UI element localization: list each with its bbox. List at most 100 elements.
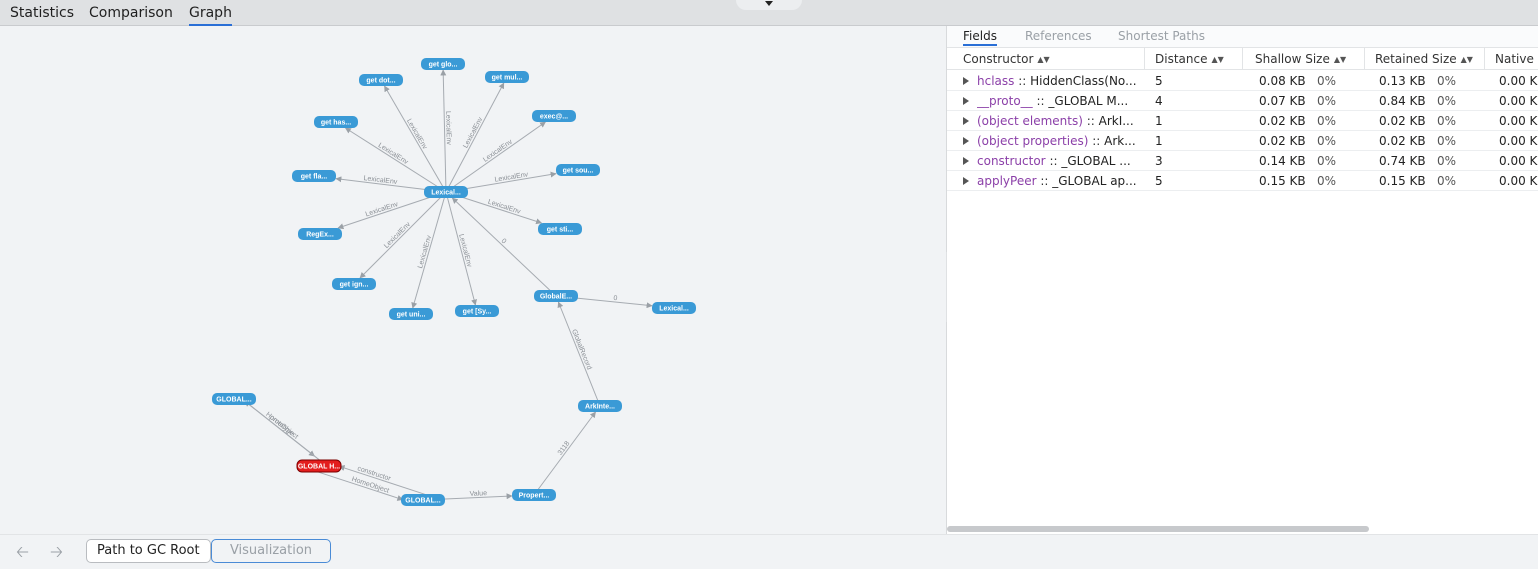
path-to-gc-root-button[interactable]: Path to GC Root <box>86 539 211 563</box>
arrow-left-icon[interactable]: 🡠 <box>16 542 29 561</box>
node-label: get fla... <box>301 174 328 181</box>
tab-references[interactable]: References <box>1025 29 1092 43</box>
expand-triangle-icon[interactable] <box>963 157 969 165</box>
graph-node[interactable]: get fla... <box>292 170 336 182</box>
node-shape[interactable] <box>296 459 342 473</box>
field-name: (object properties) <box>977 134 1089 148</box>
graph-node[interactable]: ArkInte... <box>578 400 622 412</box>
field-separator: :: <box>1088 134 1105 148</box>
graph-node[interactable]: get mul... <box>485 71 529 83</box>
horizontal-scrollbar[interactable] <box>947 526 1369 532</box>
node-label: exec@... <box>540 114 568 121</box>
graph-node[interactable]: RegEx... <box>298 228 342 240</box>
field-type: ArkI... <box>1098 114 1134 128</box>
expand-triangle-icon[interactable] <box>963 177 969 185</box>
node-shape[interactable] <box>298 228 342 240</box>
cell-shallow-size: 0.08 KB <box>1259 74 1306 88</box>
arrow-right-icon[interactable]: 🡢 <box>50 542 63 561</box>
graph-node[interactable]: GLOBAL... <box>401 494 445 506</box>
collapse-handle[interactable] <box>736 0 802 10</box>
expand-triangle-icon[interactable] <box>963 117 969 125</box>
graph-node[interactable]: GlobalE... <box>534 290 578 302</box>
node-shape[interactable] <box>578 400 622 412</box>
node-label: RegEx... <box>306 232 334 239</box>
graph-node[interactable]: Lexical... <box>424 186 468 198</box>
node-shape[interactable] <box>512 489 556 501</box>
node-shape[interactable] <box>389 308 433 320</box>
tab-shortest-paths[interactable]: Shortest Paths <box>1118 29 1205 43</box>
cell-native: 0.00 K <box>1499 94 1538 108</box>
graph-node[interactable]: exec@... <box>532 110 576 122</box>
edge-label: LexicalEnv <box>383 221 412 250</box>
field-type: _GLOBAL ap... <box>1052 174 1137 188</box>
node-label: GLOBAL H... <box>298 464 340 471</box>
cell-shallow-percent: 0% <box>1317 74 1337 88</box>
edge-label: LexicalEnv <box>462 116 484 150</box>
node-shape[interactable] <box>424 186 468 198</box>
graph-node[interactable]: get [Sy... <box>455 305 499 317</box>
cell-retained-percent: 0% <box>1437 114 1457 128</box>
column-retained-size[interactable]: Retained Size▲▼ <box>1369 48 1485 70</box>
cell-distance: 4 <box>1155 94 1163 108</box>
cell-retained-size: 0.02 KB <box>1379 134 1426 148</box>
tab-comparison[interactable]: Comparison <box>89 5 173 21</box>
field-type: Ark... <box>1104 134 1136 148</box>
node-shape[interactable] <box>538 223 582 235</box>
node-shape[interactable] <box>485 71 529 83</box>
node-shape[interactable] <box>532 110 576 122</box>
graph-node[interactable]: Lexical... <box>652 302 696 314</box>
node-shape[interactable] <box>556 164 600 176</box>
tab-fields[interactable]: Fields <box>963 29 997 46</box>
node-shape[interactable] <box>455 305 499 317</box>
node-shape[interactable] <box>534 290 578 302</box>
node-shape[interactable] <box>314 116 358 128</box>
tab-graph[interactable]: Graph <box>189 5 232 26</box>
graph-node[interactable]: get glo... <box>421 58 465 70</box>
graph-node[interactable]: get uni... <box>389 308 433 320</box>
graph-node[interactable]: GLOBAL... <box>212 393 256 405</box>
column-shallow-size[interactable]: Shallow Size▲▼ <box>1249 48 1365 70</box>
sort-icon: ▲▼ <box>1333 55 1347 64</box>
expand-triangle-icon[interactable] <box>963 97 969 105</box>
graph-node[interactable]: get sou... <box>556 164 600 176</box>
expand-triangle-icon[interactable] <box>963 137 969 145</box>
column-distance[interactable]: Distance▲▼ <box>1149 48 1243 70</box>
cell-retained-percent: 0% <box>1437 94 1457 108</box>
graph-node-selected[interactable]: GLOBAL H... <box>296 459 342 473</box>
expand-triangle-icon[interactable] <box>963 77 969 85</box>
node-shape[interactable] <box>421 58 465 70</box>
column-constructor[interactable]: Constructor▲▼ <box>957 48 1145 70</box>
graph-node[interactable]: Propert... <box>512 489 556 501</box>
caret-down-icon <box>765 1 773 6</box>
column-native[interactable]: Native <box>1495 52 1534 66</box>
node-label: get sti... <box>547 227 574 234</box>
node-shape[interactable] <box>332 278 376 290</box>
cell-retained-size: 0.15 KB <box>1379 174 1426 188</box>
field-type: HiddenClass(No... <box>1030 74 1137 88</box>
node-shape[interactable] <box>652 302 696 314</box>
graph-node[interactable]: get sti... <box>538 223 582 235</box>
graph-node[interactable]: get has... <box>314 116 358 128</box>
graph-node[interactable]: get ign... <box>332 278 376 290</box>
node-shape[interactable] <box>401 494 445 506</box>
node-shape[interactable] <box>292 170 336 182</box>
node-shape[interactable] <box>212 393 256 405</box>
cell-distance: 1 <box>1155 114 1163 128</box>
node-shape[interactable] <box>359 74 403 86</box>
visualization-button[interactable]: Visualization <box>211 539 331 563</box>
nodes-layer: Lexical... get glo... get dot... get mul...… <box>212 58 696 506</box>
tab-statistics[interactable]: Statistics <box>10 5 74 21</box>
node-label: GLOBAL... <box>405 498 440 505</box>
graph-edge <box>316 471 404 501</box>
graph-node[interactable]: get dot... <box>359 74 403 86</box>
cell-retained-size: 0.74 KB <box>1379 154 1426 168</box>
